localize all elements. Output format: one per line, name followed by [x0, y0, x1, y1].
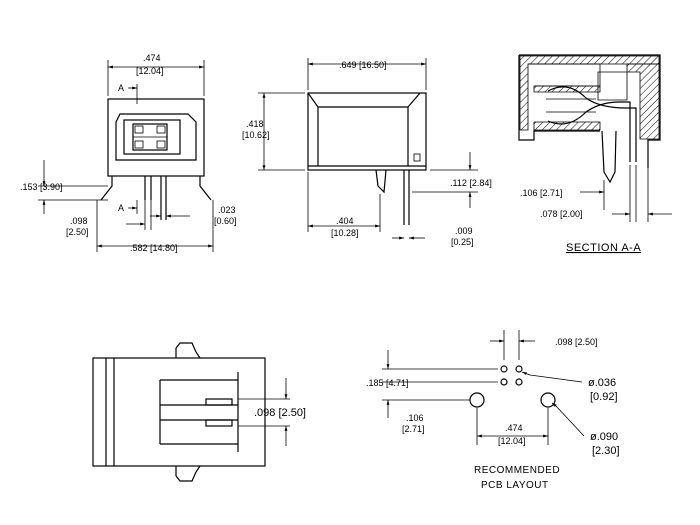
section-mark-top: A [118, 83, 124, 93]
pcb-large-hole-dim-mm: [2.30] [592, 445, 620, 457]
front-pin-offset-dim: .153 [3.90] [20, 182, 63, 192]
pcb-pitch-dim: .098 [2.50] [555, 337, 598, 347]
pcb-peg-spacing-dim-mm: [12.04] [498, 436, 526, 446]
pcb-small-hole-dim: ø.036 [588, 377, 616, 389]
section-label: SECTION A-A [566, 242, 641, 254]
pcb-layout: .098 [2.50] .185 [4.71] ø.036 [0.92] .10… [366, 330, 620, 491]
section-dim-a: .106 [2.71] [520, 188, 563, 198]
top-view: .098 [2.50] [92, 342, 306, 482]
pcb-title-line2: PCB LAYOUT [481, 480, 549, 491]
pcb-large-hole-dim: ø.090 [590, 431, 618, 443]
front-pin-width-dim: .023 [218, 205, 236, 215]
front-pin-spacing-dim: .098 [70, 216, 88, 226]
front-width-dim: .474 [143, 53, 161, 63]
side-view: .649 [16.50] .418 [10.62] .112 [2.84] .4… [242, 58, 492, 247]
side-pin-position-dim: .404 [336, 216, 354, 226]
side-height-dim-mm: [10.62] [242, 130, 270, 140]
front-pin-spacing-dim-mm: [2.50] [66, 227, 89, 237]
front-pin-width-dim-mm: [0.60] [214, 216, 237, 226]
pcb-title-line1: RECOMMENDED [474, 465, 560, 476]
top-pitch-dim: .098 [2.50] [254, 407, 306, 419]
pcb-row-offset-dim: .185 [4.71] [366, 378, 409, 388]
front-overall-width-dim: .582 [14.80] [130, 243, 178, 253]
pcb-peg-offset-dim-mm: [2.71] [402, 424, 425, 434]
pcb-peg-spacing-dim: .474 [505, 423, 523, 433]
section-dim-b: .078 [2.00] [540, 209, 583, 219]
side-pin-position-dim-mm: [10.28] [331, 228, 359, 238]
front-width-dim-mm: [12.04] [136, 66, 164, 76]
front-view: A A .474 [12.04] .153 [3.90] .098 [2.50]… [20, 53, 237, 253]
pcb-small-hole-dim-mm: [0.92] [590, 391, 618, 403]
side-pin-length-dim: .112 [2.84] [450, 178, 492, 188]
pcb-peg-offset-dim: .106 [406, 413, 424, 423]
side-pin-thickness-dim: .009 [455, 226, 473, 236]
side-pin-thickness-dim-mm: [0.25] [451, 237, 474, 247]
section-view: .106 [2.71] .078 [2.00] SECTION A-A [518, 54, 672, 254]
side-height-dim: .418 [246, 119, 264, 129]
section-mark-bottom: A [118, 203, 124, 213]
side-length-dim: .649 [16.50] [339, 60, 387, 70]
